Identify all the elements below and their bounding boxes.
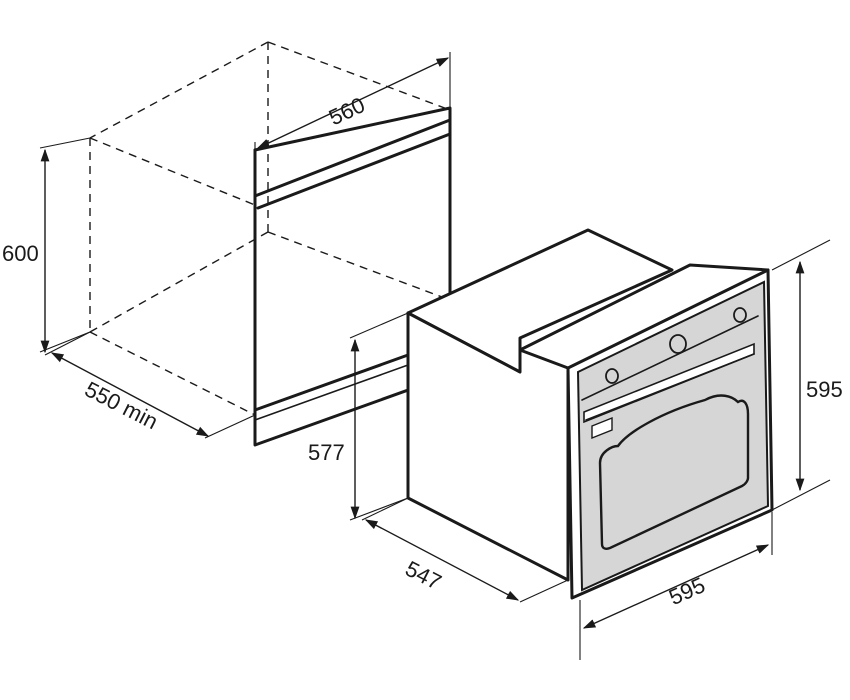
dim-oven-body-height: 577 <box>308 312 409 521</box>
knob-left-icon <box>605 368 619 384</box>
knob-right-icon <box>733 307 747 323</box>
label-oven-front-width: 595 <box>665 572 709 610</box>
label-oven-body-depth: 547 <box>401 556 445 595</box>
label-oven-body-height: 577 <box>308 440 345 465</box>
knob-center-icon <box>669 334 687 354</box>
label-niche-width: 560 <box>325 92 369 130</box>
label-oven-front-height: 595 <box>806 377 843 402</box>
label-niche-height: 600 <box>2 241 39 266</box>
label-niche-depth: 550 min <box>81 376 162 434</box>
niche-outline <box>89 41 452 447</box>
dim-niche-width: 560 <box>254 52 451 150</box>
oven-front <box>566 268 774 600</box>
dim-oven-front-height: 595 <box>771 239 843 511</box>
dim-niche-depth: 550 min <box>44 331 256 439</box>
dim-niche-height: 600 <box>2 137 91 354</box>
